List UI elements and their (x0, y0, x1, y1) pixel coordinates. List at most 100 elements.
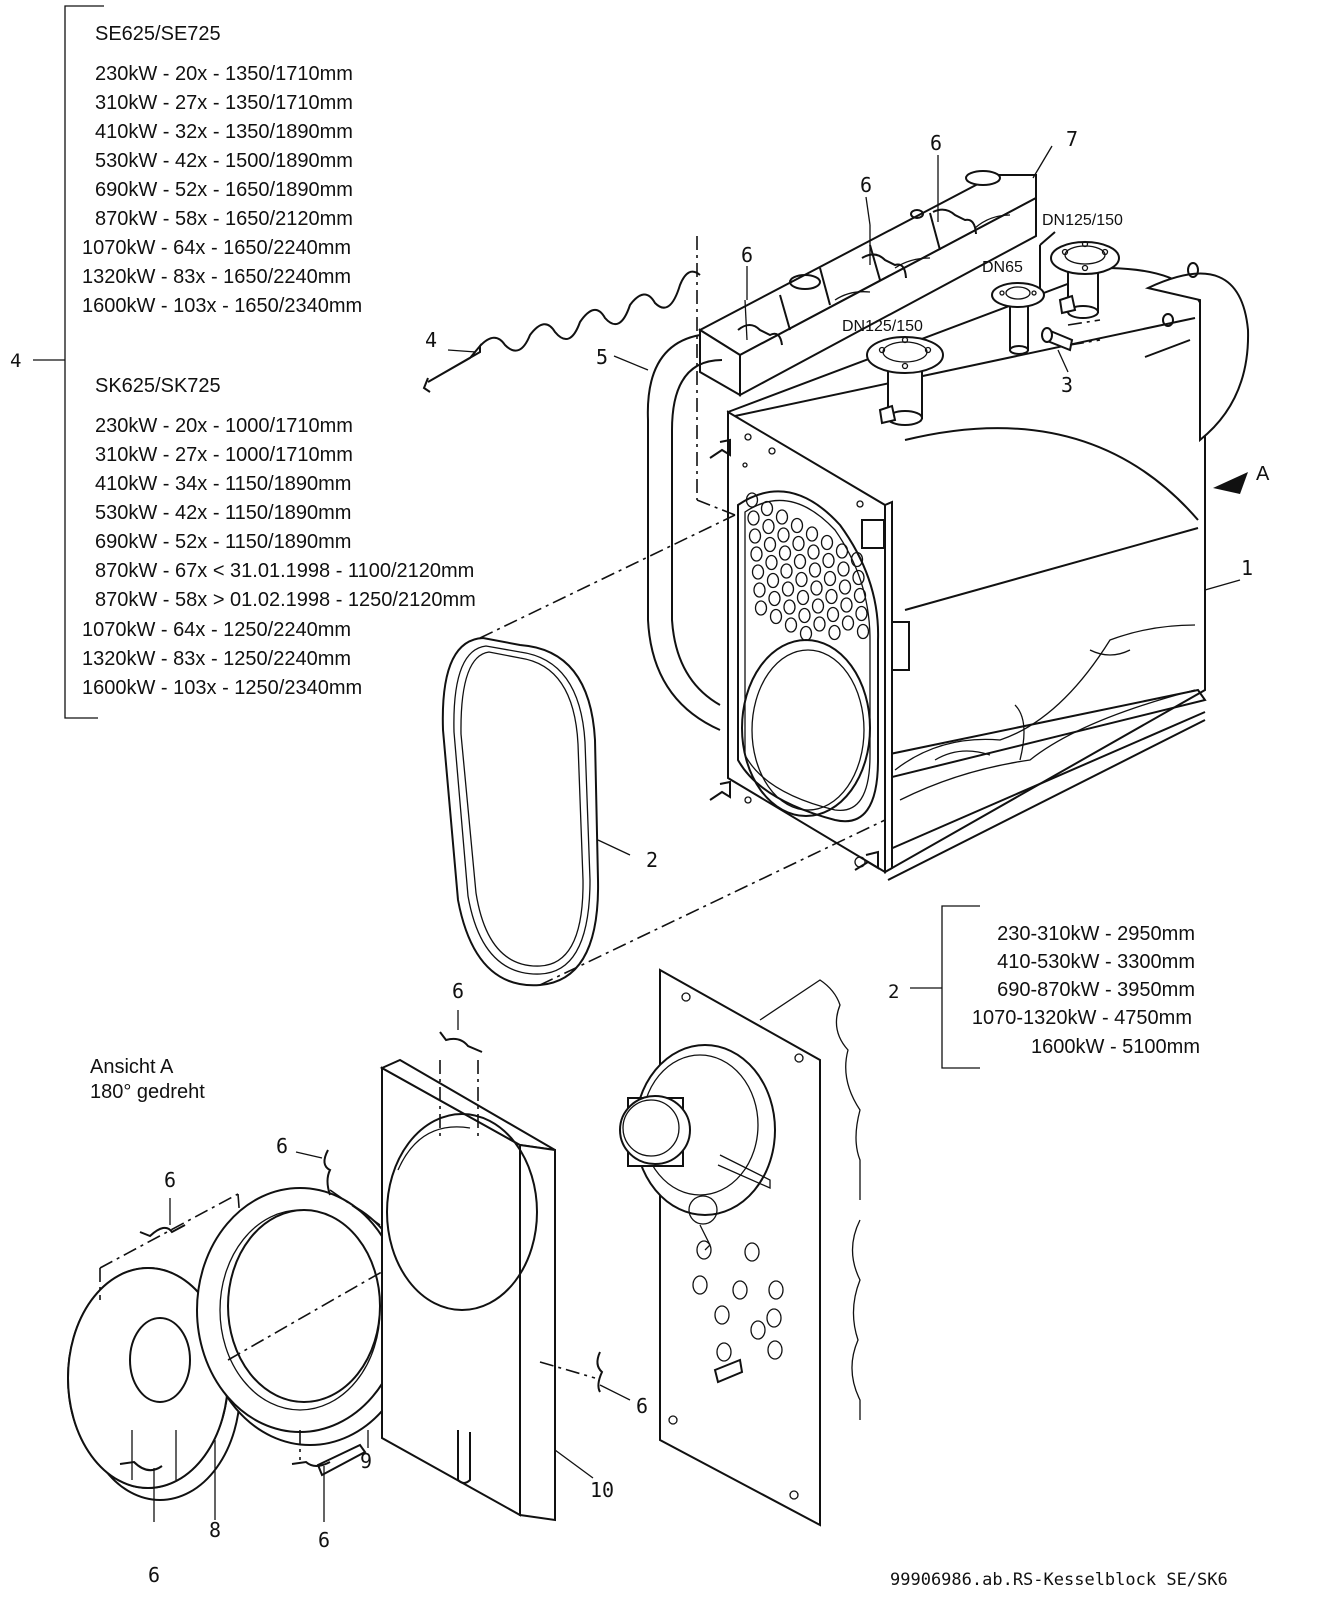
nozzle-dn65 (991, 282, 1045, 355)
fire-tube-hole (765, 554, 778, 571)
callout-10: 10 (590, 1478, 614, 1502)
view-a-marker: A (1256, 463, 1270, 485)
fire-tube-grid (745, 492, 870, 642)
fire-tube-hole (805, 526, 819, 542)
fire-tube-hole (840, 597, 853, 613)
fire-tube-hole (763, 536, 777, 553)
fire-tube-hole (807, 544, 820, 560)
item2-bracket (910, 905, 980, 1069)
se-row: 1320kW - 83x - 1650/2240mm (82, 266, 351, 288)
callout-6: 6 (148, 1563, 160, 1587)
fire-tube-hole (790, 517, 804, 534)
assembly-line (539, 819, 886, 986)
fire-tube-hole (799, 625, 813, 642)
fire-tube-hole (813, 616, 826, 632)
callout-numbers: 7 6 6 6 4 5 3 1 2 6 6 6 6 9 10 8 6 6 (148, 127, 1253, 1587)
callout-6: 6 (276, 1134, 288, 1158)
fire-tube-hole (748, 528, 762, 544)
sk-row: 230kW - 20x - 1000/1710mm (95, 415, 353, 437)
label-dn125-rear: DN125/150 (1042, 212, 1123, 229)
fire-tube-hole (810, 580, 823, 596)
corrugated-strip (422, 236, 736, 516)
fire-tube-hole (783, 599, 796, 615)
label-dn125-front: DN125/150 (842, 318, 923, 335)
callout-1: 1 (1241, 556, 1253, 580)
callout-7: 7 (1066, 127, 1078, 151)
fire-tube-hole (820, 534, 834, 551)
sk-title: SK625/SK725 (95, 375, 221, 397)
item2-table: 230-310kW - 2950mm 410-530kW - 3300mm 69… (972, 923, 1200, 1058)
fire-tube-hole (811, 598, 825, 614)
callout-4: 4 (425, 328, 437, 352)
sk-row: 1600kW - 103x - 1250/2340mm (82, 677, 362, 699)
fire-tube-hole (775, 509, 789, 525)
item2-row: 1600kW - 5100mm (1031, 1036, 1200, 1058)
fire-tube-hole (841, 615, 855, 631)
sk-row: 410kW - 34x - 1150/1890mm (95, 473, 351, 495)
fire-tube-hole (825, 588, 838, 605)
fire-tube-hole (837, 561, 850, 577)
callout-6: 6 (741, 243, 753, 267)
callout-6: 6 (636, 1394, 648, 1418)
fire-tube-hole (796, 589, 810, 606)
fire-tube-hole (769, 608, 783, 625)
sk-row: 310kW - 27x - 1000/1710mm (95, 444, 353, 466)
fire-tube-hole (808, 562, 822, 578)
callout-6: 6 (452, 979, 464, 1003)
callout-2: 2 (646, 848, 658, 872)
se-row: 870kW - 58x - 1650/2120mm (95, 208, 353, 230)
fire-tube-hole (762, 518, 775, 535)
fire-tube-hole (777, 527, 790, 543)
assembly-line (479, 514, 736, 639)
se-title: SE625/SE725 (95, 23, 221, 45)
sk-row: 870kW - 67x < 31.01.1998 - 1100/2120mm (95, 560, 474, 582)
door-seal-gasket (441, 636, 600, 987)
fire-tube-hole (753, 582, 766, 598)
fire-tube-hole (852, 569, 865, 586)
fire-tube-hole (760, 500, 774, 517)
plug-screw-3 (1041, 319, 1101, 352)
label-dn65: DN65 (982, 259, 1023, 276)
fire-tube-hole (745, 492, 759, 508)
boiler-front-plate (709, 410, 893, 874)
item2-row: 690-870kW - 3950mm (997, 979, 1195, 1001)
se-row: 310kW - 27x - 1350/1710mm (95, 92, 353, 114)
se-row: 1070kW - 64x - 1650/2240mm (82, 237, 351, 259)
sk-row: 690kW - 52x - 1150/1890mm (95, 531, 351, 553)
door-insulation-plate (329, 1058, 596, 1522)
fire-tube-hole (828, 624, 841, 641)
item2-row: 1070-1320kW - 4750mm (972, 1007, 1192, 1029)
fire-tube-hole (754, 600, 768, 616)
callout-6: 6 (318, 1528, 330, 1552)
se-row: 690kW - 52x - 1650/1890mm (95, 179, 353, 201)
view-label-line2: 180° gedreht (90, 1081, 205, 1103)
fire-tube-hole (750, 546, 763, 562)
fire-tube-hole (853, 587, 867, 604)
item2-row: 230-310kW - 2950mm (997, 923, 1195, 945)
fire-tube-hole (778, 545, 792, 561)
fire-tube-hole (747, 510, 760, 526)
item4-se-table: SE625/SE725 230kW - 20x - 1350/1710mm 31… (82, 23, 362, 317)
sk-row: 530kW - 42x - 1150/1890mm (95, 502, 351, 524)
callout-6: 6 (930, 131, 942, 155)
se-row: 1600kW - 103x - 1650/2340mm (82, 295, 362, 317)
callout-6: 6 (164, 1168, 176, 1192)
view-a-arrow-icon (1213, 472, 1248, 494)
fire-tube-hole (781, 581, 795, 597)
callout-4-table: 4 (10, 350, 21, 372)
fire-tube-hole (784, 617, 798, 633)
fire-tube-hole (792, 535, 805, 552)
fire-tube-hole (822, 552, 835, 569)
callout-6: 6 (860, 173, 872, 197)
callout-3: 3 (1061, 373, 1073, 397)
view-a-caption: Ansicht A 180° gedreht (90, 1056, 205, 1103)
burner-insulation-ring (196, 1187, 421, 1477)
fire-tube-hole (795, 571, 808, 588)
fire-tube-hole (856, 623, 870, 640)
callout-5: 5 (596, 345, 608, 369)
drawing-id-footer: 99906986.ab.RS-Kesselblock SE/SK6 (890, 1570, 1228, 1590)
fire-tube-hole (793, 553, 807, 570)
fire-tube-hole (780, 563, 793, 579)
se-row: 230kW - 20x - 1350/1710mm (95, 63, 353, 85)
